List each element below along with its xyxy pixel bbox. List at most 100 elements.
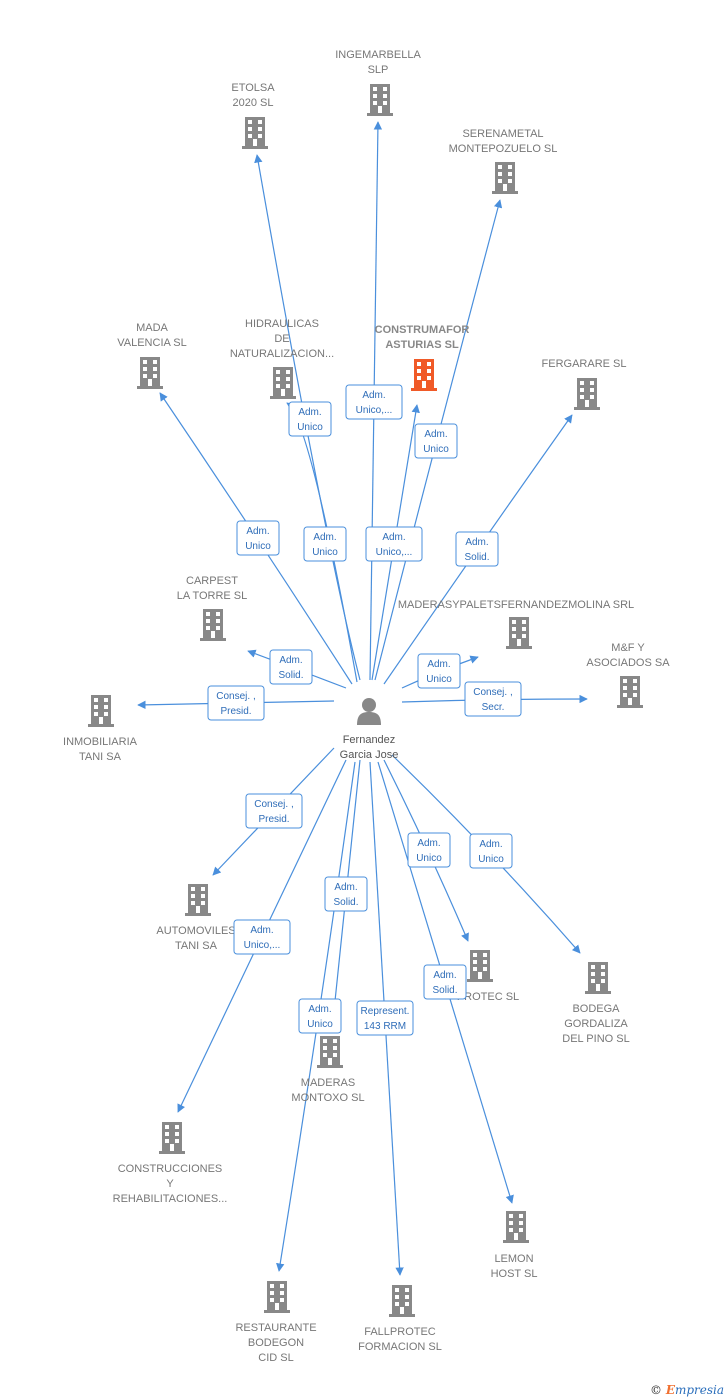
company-node-construmafor[interactable]: CONSTRUMAFOR ASTURIAS SL: [375, 324, 470, 391]
role-badge-etolsa[interactable]: Adm.Unico: [303, 526, 347, 562]
role-badge-lemon[interactable]: Adm.Solid.: [423, 964, 467, 1000]
role-badge-frame: [356, 1000, 414, 1036]
role-badge-frame: [269, 649, 313, 685]
role-badge-automoviles[interactable]: Consej. ,Presid.: [245, 793, 303, 829]
company-label-restaurante-line-1: RESTAURANTE: [235, 1322, 316, 1334]
company-label-automoviles-line-1: AUTOMOVILES: [156, 925, 235, 937]
role-text-line-2: Secr.: [482, 702, 505, 713]
role-text-line-1: Adm.: [308, 1004, 331, 1015]
role-badge-frame: [417, 653, 461, 689]
company-label-fergarare-line-1: FERGARARE SL: [542, 358, 627, 370]
building-icon: [585, 962, 611, 994]
role-text-line-2: Unico,...: [356, 405, 393, 416]
role-text-line-1: Adm.: [417, 838, 440, 849]
edge-etolsa: [254, 154, 361, 681]
role-badge-inmobiliaria[interactable]: Consej. ,Presid.: [207, 685, 265, 721]
company-label-lemon-line-2: HOST SL: [491, 1268, 538, 1280]
role-text-line-2: 143 RRM: [364, 1021, 406, 1032]
company-node-hidraulicas[interactable]: HIDRAULICASDENATURALIZACION...: [230, 318, 334, 399]
role-text-line-2: Solid.: [333, 897, 358, 908]
role-badge-maderasypalets[interactable]: Adm.Unico: [417, 653, 461, 689]
company-label-construmafor-line-2: ASTURIAS SL: [385, 339, 459, 351]
company-label-construcciones-line-1: CONSTRUCCIONES: [118, 1163, 223, 1175]
role-badge-construcciones[interactable]: Adm.Unico,...: [233, 919, 291, 955]
role-badge-construmafor[interactable]: Adm.Unico,...: [365, 526, 423, 562]
company-label-restaurante-line-3: CID SL: [258, 1352, 293, 1364]
role-badge-fergarare[interactable]: Adm.Solid.: [455, 531, 499, 567]
company-label-maderasypalets-line-1: MADERASYPALETSFERNANDEZMOLINA SRL: [398, 599, 634, 611]
person-name-line-1: Fernandez: [343, 734, 396, 746]
company-node-construcciones[interactable]: CONSTRUCCIONESYREHABILITACIONES...: [113, 1122, 228, 1205]
company-node-fergarare[interactable]: FERGARARE SL: [542, 358, 627, 410]
company-label-carpest-line-1: CARPEST: [186, 575, 238, 587]
role-badge-frame: [464, 681, 522, 717]
building-icon: [617, 676, 643, 708]
role-text-line-1: Adm.: [298, 407, 321, 418]
company-node-protec[interactable]: PROTEC SL: [457, 950, 519, 1003]
company-label-etolsa-line-2: 2020 SL: [233, 97, 274, 109]
role-text-line-2: Unico: [245, 541, 271, 552]
role-badge-ingemarbella[interactable]: Adm.Unico,...: [345, 384, 403, 420]
company-label-inmobiliaria-line-1: INMOBILIARIA: [63, 736, 138, 748]
role-badge-maderas_montoxo[interactable]: Adm.Solid.: [324, 876, 368, 912]
role-text-line-1: Adm.: [279, 655, 302, 666]
building-icon: [367, 84, 393, 116]
company-label-construmafor-line-1: CONSTRUMAFOR: [375, 324, 470, 336]
role-badge-serenametal[interactable]: Adm.Unico: [414, 423, 458, 459]
building-icon: [389, 1285, 415, 1317]
roles-layer: Adm.Unico,...Adm.UnicoAdm.UnicoAdm.Unico…: [207, 384, 522, 1036]
role-badge-frame: [345, 384, 403, 420]
company-label-fallprotec-line-2: FORMACION SL: [358, 1341, 442, 1353]
role-badge-protec[interactable]: Adm.Unico: [407, 832, 451, 868]
role-text-line-2: Unico: [426, 674, 452, 685]
building-icon: [411, 359, 437, 391]
company-label-bodega-line-3: DEL PINO SL: [562, 1033, 629, 1045]
building-icon: [242, 117, 268, 149]
building-icon: [492, 162, 518, 194]
role-badge-mf[interactable]: Consej. ,Secr.: [464, 681, 522, 717]
role-text-line-1: Adm.: [313, 532, 336, 543]
role-text-line-2: Unico,...: [376, 547, 413, 558]
company-label-lemon-line-1: LEMON: [494, 1253, 533, 1265]
role-text-line-2: Unico: [478, 854, 504, 865]
role-badge-frame: [288, 401, 332, 437]
role-badge-restaurante[interactable]: Adm.Unico: [298, 998, 342, 1034]
center-person[interactable]: Fernandez Garcia Jose: [340, 698, 399, 761]
building-icon: [506, 617, 532, 649]
company-label-hidraulicas-line-2: DE: [274, 333, 289, 345]
building-icon: [137, 357, 163, 389]
role-badge-bodega[interactable]: Adm.Unico: [469, 833, 513, 869]
company-label-maderas_montoxo-line-2: MONTOXO SL: [291, 1092, 364, 1104]
company-label-construcciones-line-2: Y: [166, 1178, 174, 1190]
role-badge-frame: [414, 423, 458, 459]
role-text-line-1: Consej. ,: [254, 799, 293, 810]
building-icon: [503, 1211, 529, 1243]
role-badge-frame: [236, 520, 280, 556]
company-label-protec-line-1: PROTEC SL: [457, 991, 519, 1003]
role-badge-carpest[interactable]: Adm.Solid.: [269, 649, 313, 685]
role-text-line-2: Unico: [423, 444, 449, 455]
role-badge-frame: [469, 833, 513, 869]
role-badge-fallprotec[interactable]: Represent.143 RRM: [356, 1000, 414, 1036]
company-label-hidraulicas-line-3: NATURALIZACION...: [230, 348, 334, 360]
company-label-serenametal-line-2: MONTEPOZUELO SL: [449, 143, 558, 155]
role-badge-hidraulicas[interactable]: Adm.Unico: [288, 401, 332, 437]
company-label-bodega-line-1: BODEGA: [572, 1003, 620, 1015]
role-badge-mada[interactable]: Adm.Unico: [236, 520, 280, 556]
company-node-lemon[interactable]: LEMON HOST SL: [491, 1211, 538, 1280]
company-node-maderasypalets[interactable]: MADERASYPALETSFERNANDEZMOLINA SRL: [398, 599, 634, 649]
